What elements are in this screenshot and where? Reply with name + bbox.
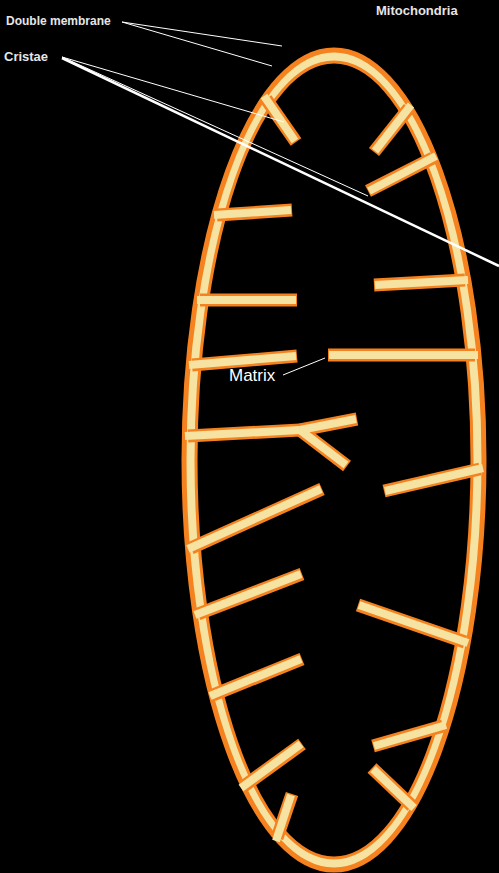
- inner-membrane: [196, 62, 472, 858]
- part-label: Cristae: [4, 49, 48, 64]
- leader-lines: [62, 22, 368, 375]
- diagram-title: Mitochondria: [376, 3, 458, 18]
- leader-line: [62, 58, 499, 266]
- outer-membrane: [184, 50, 484, 870]
- region-label: Matrix: [229, 366, 275, 386]
- part-label: Double membrane: [6, 14, 111, 28]
- cristae-fill: [185, 96, 483, 841]
- cristae-outline: [188, 99, 480, 838]
